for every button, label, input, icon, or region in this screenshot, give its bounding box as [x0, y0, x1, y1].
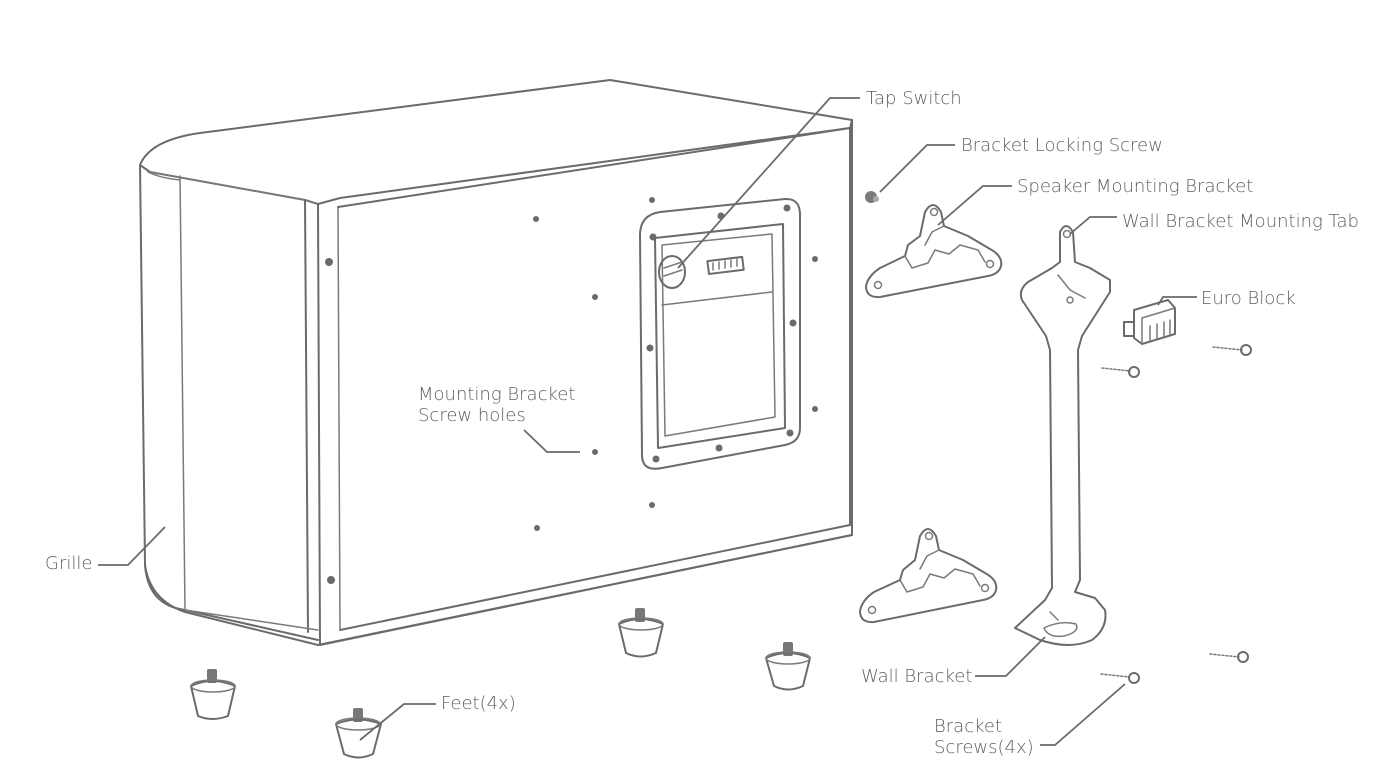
screw-4	[1100, 672, 1140, 684]
label-euro-block: Euro Block	[1201, 288, 1296, 309]
wall-bracket	[1014, 225, 1111, 646]
mounting-screw-holes	[533, 197, 818, 531]
label-bracket-screws-1: Bracket	[934, 716, 1002, 737]
input-panel	[639, 197, 801, 470]
speaker-mounting-bracket-bottom	[859, 528, 998, 624]
feet	[190, 608, 811, 759]
label-bracket-screws-2: Screws(4x)	[934, 737, 1034, 758]
foot-2	[335, 708, 382, 759]
foot-3	[618, 608, 664, 658]
label-bracket-locking-screw: Bracket Locking Screw	[961, 135, 1163, 156]
bracket-locking-screw	[865, 191, 879, 203]
label-mounting-bracket-screw-holes-2: Screw holes	[418, 405, 526, 426]
leader-lines	[98, 97, 1197, 746]
labels: Tap Switch Bracket Locking Screw Speaker…	[45, 88, 1359, 758]
label-speaker-mounting-bracket: Speaker Mounting Bracket	[1017, 176, 1253, 197]
speaker-cabinet	[139, 79, 853, 646]
label-feet: Feet(4x)	[441, 693, 516, 714]
label-wall-bracket-mounting-tab: Wall Bracket Mounting Tab	[1122, 211, 1359, 232]
foot-1	[190, 669, 236, 720]
screw-3	[1209, 651, 1249, 663]
label-tap-switch: Tap Switch	[866, 88, 962, 109]
label-mounting-bracket-screw-holes-1: Mounting Bracket	[418, 384, 575, 405]
label-grille: Grille	[45, 553, 92, 574]
tap-switch-knob	[658, 255, 686, 289]
label-wall-bracket: Wall Bracket	[861, 666, 972, 687]
speaker-mounting-bracket-top	[865, 204, 1003, 299]
screw-1	[1101, 366, 1140, 378]
foot-4	[765, 642, 811, 691]
euro-block	[1123, 299, 1176, 345]
input-connector	[706, 255, 745, 276]
bracket-screws	[1100, 344, 1252, 684]
screw-2	[1212, 344, 1252, 356]
